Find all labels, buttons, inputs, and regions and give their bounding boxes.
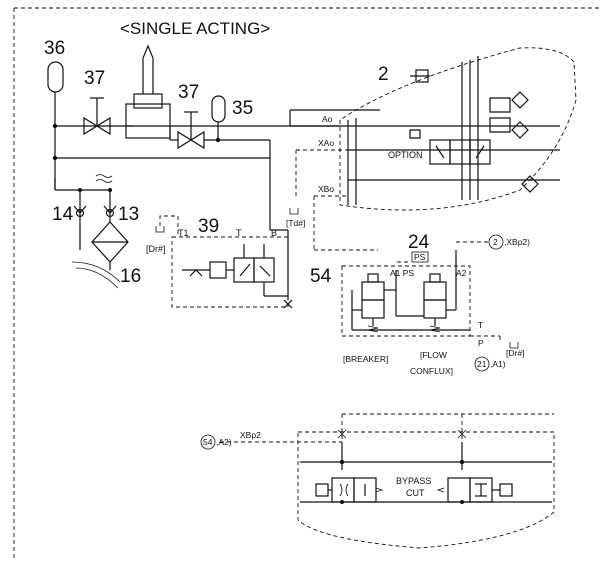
ref-a1-num: 21: [477, 359, 487, 369]
ref-a2-num: 54: [203, 437, 213, 447]
check-valve-14: [73, 205, 87, 218]
return-filter-16: [91, 221, 129, 270]
callout-37-right: 37: [178, 82, 199, 103]
diagram-title: <SINGLE ACTING>: [120, 19, 270, 38]
callout-13: 13: [118, 204, 139, 225]
reservoir-tank: [125, 44, 171, 139]
callout-39: 39: [198, 216, 219, 237]
ref-xbp2: ,XBp2): [504, 237, 530, 247]
port-ao: Ao: [322, 114, 333, 124]
main-control-valve-2: [339, 47, 577, 211]
port-xbo: XBo: [318, 184, 334, 194]
callout-37-left: 37: [84, 68, 105, 89]
port-xao: XAo: [318, 138, 334, 148]
callout-14: 14: [52, 204, 74, 225]
port-t-right: T: [478, 320, 483, 330]
port-t: T: [236, 228, 242, 238]
port-a1ps: A1 PS: [390, 268, 414, 278]
flow-label-1: [FLOW: [420, 350, 447, 360]
check-valve-13: [103, 205, 117, 218]
callout-24: 24: [408, 232, 430, 253]
callout-2: 2: [378, 64, 389, 85]
port-dr-left: [Dr#]: [146, 244, 166, 254]
flow-label-2: CONFLUX]: [410, 366, 453, 376]
breaker-valve: [361, 273, 385, 333]
callout-54: 54: [310, 266, 332, 287]
breaker-label: [BREAKER]: [343, 354, 388, 364]
bypass-cut-valve-block: [297, 413, 555, 549]
option-label: OPTION: [388, 150, 423, 160]
unit-54-box: [341, 265, 471, 337]
accumulator-35: [211, 95, 226, 140]
port-ps-box: PS: [414, 252, 426, 262]
bypass-label-2: CUT: [406, 488, 425, 498]
flow-conflux-valve: [423, 273, 447, 333]
port-p-right: P: [478, 338, 484, 348]
shutoff-valve-37-left: [83, 97, 111, 136]
drain-left-symbol: [155, 215, 179, 237]
port-xbp2-lower: XBp2: [240, 430, 261, 440]
bypass-label-1: BYPASS: [396, 476, 431, 486]
port-td: [Td#]: [286, 218, 305, 228]
ref-a1: ,A1): [490, 359, 506, 369]
solenoid-valve-39: [182, 230, 289, 300]
port-dr-right: [Dr#]: [506, 348, 524, 358]
callout-35: 35: [232, 98, 253, 119]
port-a2: A2: [456, 268, 467, 278]
port-b: B: [271, 228, 277, 238]
ref-xbp2-num: 2: [493, 237, 498, 247]
callout-36: 36: [44, 38, 65, 59]
port-t1: T1: [178, 228, 189, 238]
shutoff-valve-37-right: [177, 111, 205, 150]
accumulator-36: [47, 61, 64, 93]
callout-16: 16: [120, 266, 141, 287]
